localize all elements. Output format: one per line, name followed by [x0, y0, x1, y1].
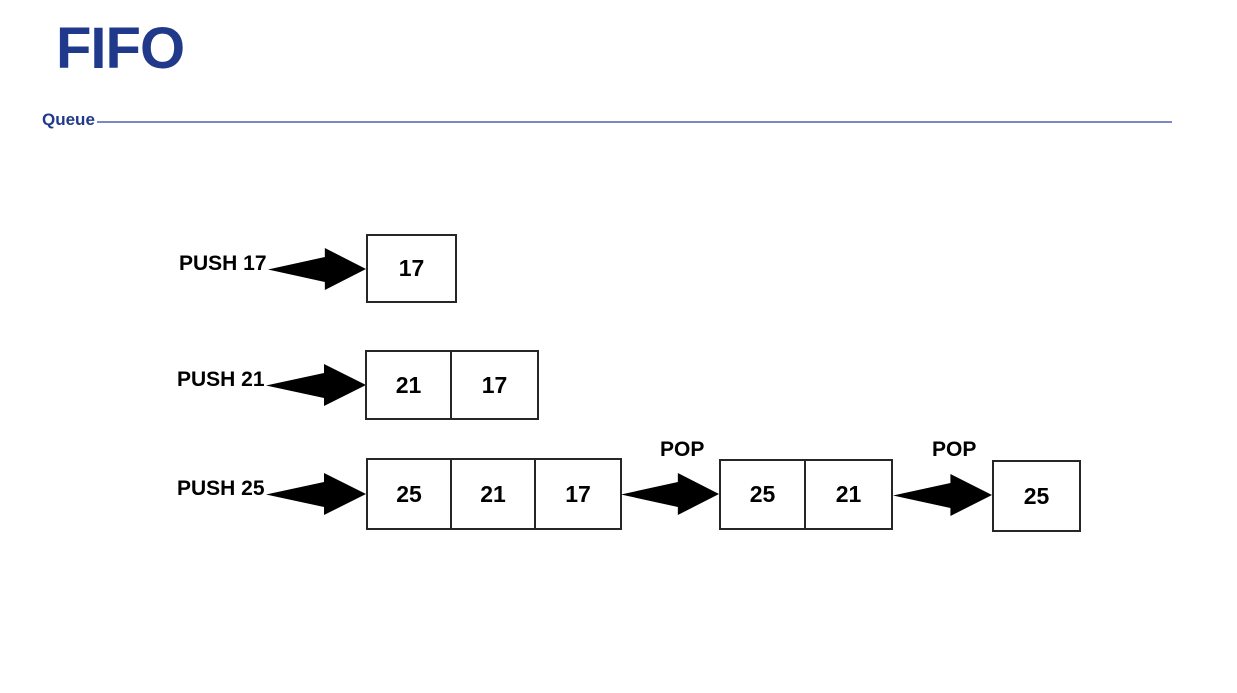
pop-arrow-icon [893, 474, 992, 516]
queue-cell: 21 [806, 461, 891, 528]
queue-cell-value: 25 [396, 480, 422, 507]
queue-cell: 21 [367, 352, 452, 418]
push-label: PUSH 17 [179, 252, 267, 275]
queue-cell: 25 [368, 460, 452, 528]
pop-label: POP [660, 438, 705, 461]
queue-cell: 17 [536, 460, 620, 528]
queue-row: 25 [992, 460, 1081, 532]
queue-cell-value: 21 [835, 481, 862, 507]
arrow-glyph [893, 474, 992, 516]
arrow-glyph [621, 473, 719, 515]
queue-cell: 21 [452, 460, 536, 528]
page-subtitle: Queue [42, 110, 95, 129]
pop-arrow-icon [621, 473, 719, 515]
pop-label: POP [932, 438, 977, 461]
push-arrow-icon [268, 248, 366, 290]
queue-row: 17 [366, 234, 457, 303]
push-arrow-icon [266, 473, 366, 515]
arrow-glyph [266, 364, 366, 406]
push-label: PUSH 25 [177, 477, 265, 500]
queue-row: 21 17 [365, 350, 539, 420]
queue-cell-value: 17 [398, 255, 425, 281]
page-title: FIFO [56, 16, 185, 81]
queue-cell-value: 25 [749, 481, 776, 507]
queue-row: 25 21 [719, 459, 893, 530]
queue-cell: 25 [994, 462, 1079, 530]
push-label: PUSH 21 [177, 368, 265, 391]
arrow-glyph [266, 473, 366, 515]
queue-cell-value: 21 [480, 480, 506, 507]
queue-cell-value: 17 [481, 371, 508, 398]
queue-cell-value: 17 [565, 480, 591, 507]
push-arrow-icon [266, 364, 366, 406]
queue-cell: 17 [452, 352, 537, 418]
header-divider [96, 120, 1172, 123]
subtitle-row: Queue [42, 108, 1172, 132]
queue-cell-value: 21 [395, 371, 422, 398]
arrow-glyph [268, 248, 366, 290]
queue-cell: 25 [721, 461, 806, 528]
queue-cell: 17 [368, 236, 455, 301]
queue-cell-value: 25 [1023, 482, 1050, 509]
queue-row: 25 21 17 [366, 458, 622, 530]
